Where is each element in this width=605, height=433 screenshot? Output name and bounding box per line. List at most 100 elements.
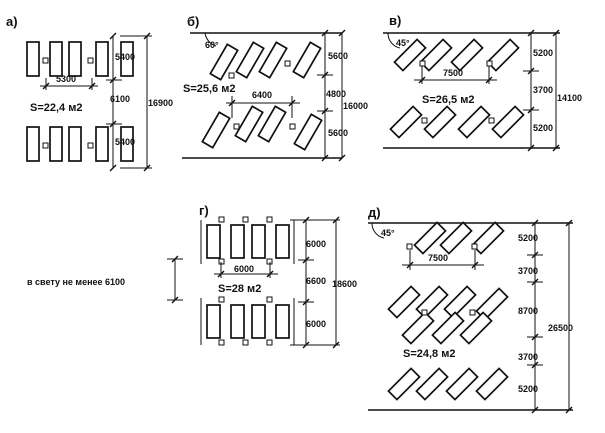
panel-d-total: 26500: [548, 323, 573, 333]
panel-a-dim-3: 5400: [115, 137, 135, 147]
column: [421, 309, 428, 316]
car: [439, 221, 473, 255]
car: [275, 304, 290, 339]
car: [201, 111, 231, 149]
car: [387, 367, 421, 401]
car: [68, 126, 82, 162]
panel-v-dim-2: 3700: [533, 85, 553, 95]
panel-g-dim-3: 6000: [306, 319, 326, 329]
column: [421, 117, 428, 124]
car: [445, 367, 479, 401]
column: [406, 243, 413, 250]
car: [491, 105, 525, 139]
column: [419, 60, 426, 67]
panel-a-total: 16900: [148, 98, 173, 108]
column: [218, 296, 225, 303]
car: [26, 126, 40, 162]
car: [275, 224, 290, 259]
panel-b-dim-2: 4800: [326, 89, 346, 99]
panel-d-dim-4: 3700: [518, 352, 538, 362]
car: [49, 41, 63, 77]
car: [230, 304, 245, 339]
panel-g-clearance: в свету не менее 6100: [27, 277, 125, 287]
panel-v-width: 7500: [443, 68, 463, 78]
car: [450, 38, 484, 72]
panel-v-dim-3: 5200: [533, 123, 553, 133]
car: [206, 304, 221, 339]
column: [228, 72, 235, 79]
car: [389, 105, 423, 139]
panel-d-letter: д): [368, 205, 381, 220]
column: [266, 339, 273, 346]
panel-g-total: 18600: [332, 279, 357, 289]
car: [235, 41, 265, 79]
panel-v-total: 14100: [557, 93, 582, 103]
car: [206, 224, 221, 259]
column: [284, 60, 291, 67]
car: [431, 311, 465, 345]
panel-v-area: S=26,5 м2: [422, 94, 474, 106]
panel-g-width: 6000: [234, 264, 254, 274]
car: [120, 41, 134, 77]
column: [266, 216, 273, 223]
column: [87, 142, 94, 149]
column: [218, 339, 225, 346]
car: [68, 41, 82, 77]
car: [120, 126, 134, 162]
panel-g-area: S=28 м2: [218, 283, 261, 295]
column: [218, 216, 225, 223]
panel-d: д) 45° 7500 S=24,8 м2: [368, 205, 573, 414]
panel-b-dim-3: 5600: [328, 128, 348, 138]
panel-b-angle: 60°: [205, 40, 219, 50]
car: [292, 41, 322, 79]
panel-b-total: 16000: [343, 101, 368, 111]
column: [289, 123, 296, 130]
car: [49, 126, 63, 162]
panel-b-width: 6400: [252, 90, 272, 100]
car: [387, 285, 421, 319]
panel-d-dim-1: 5200: [518, 233, 538, 243]
car: [234, 105, 264, 143]
column: [242, 216, 249, 223]
column: [242, 339, 249, 346]
panel-v: в) 45° 7500 S=26,5 м2 5200 3700 5200: [383, 13, 582, 152]
column: [486, 60, 493, 67]
car: [443, 285, 477, 319]
panel-d-dim-2: 3700: [518, 266, 538, 276]
car: [257, 105, 287, 143]
panel-b: б) 60° S=25,6 м2 6400 5600 4800 5600: [182, 14, 368, 162]
car: [95, 41, 109, 77]
panel-a-dim-2: 6100: [110, 94, 130, 104]
panel-g: г) 6000 S=28 м2 в: [27, 203, 357, 349]
car: [209, 43, 239, 81]
column: [87, 57, 94, 64]
panel-v-dim-1: 5200: [533, 48, 553, 58]
panel-d-dim-3: 8700: [518, 306, 538, 316]
car: [251, 304, 266, 339]
column: [471, 243, 478, 250]
car: [393, 38, 427, 72]
car: [475, 367, 509, 401]
column: [469, 309, 476, 316]
car: [26, 41, 40, 77]
car: [423, 105, 457, 139]
panel-a-area: S=22,4 м2: [30, 102, 82, 114]
car: [251, 224, 266, 259]
car: [415, 285, 449, 319]
panel-d-dim-5: 5200: [518, 384, 538, 394]
panel-d-area: S=24,8 м2: [403, 348, 455, 360]
panel-v-letter: в): [389, 13, 401, 28]
car: [293, 113, 323, 151]
panel-a-width: 5300: [56, 74, 76, 84]
column: [233, 123, 240, 130]
panel-a: а) 5300 S=22,4 м2 5400 6100 5400: [6, 14, 173, 172]
car: [230, 224, 245, 259]
panel-b-dim-1: 5600: [328, 51, 348, 61]
column: [42, 142, 49, 149]
panel-b-letter: б): [187, 14, 199, 29]
panel-d-width: 7500: [428, 253, 448, 263]
column: [488, 117, 495, 124]
car: [457, 105, 491, 139]
car: [413, 221, 447, 255]
